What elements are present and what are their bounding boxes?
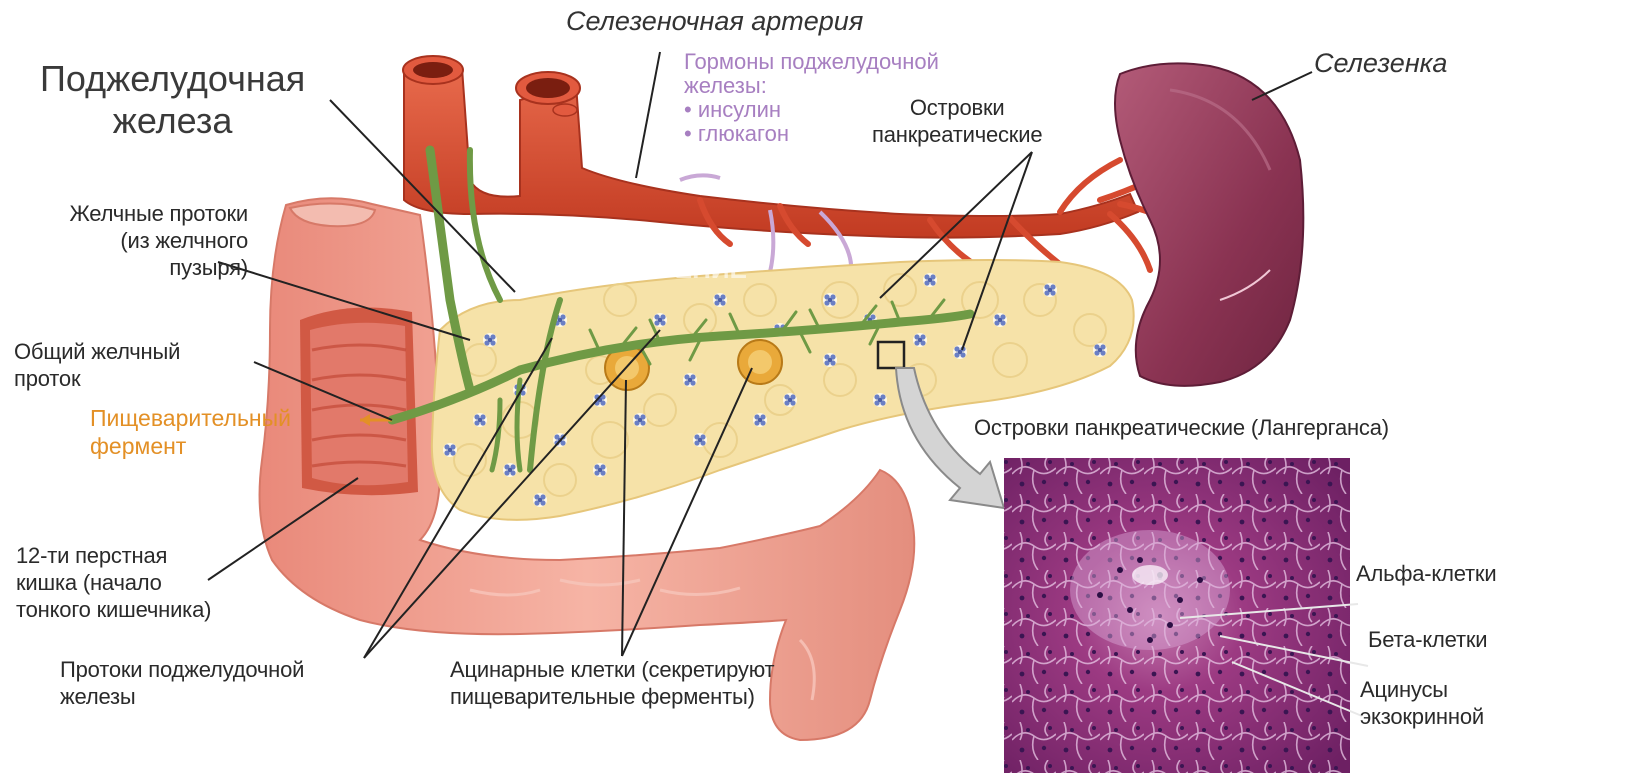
label-pancreatic-ducts-line2: железы — [60, 683, 304, 710]
label-acini-line2: экзокринной — [1360, 703, 1484, 730]
label-duodenum-line1: 12-ти перстная — [16, 542, 211, 569]
label-digestive-enzyme-line1: Пищеварительный — [90, 404, 291, 432]
watermark-text: ПИЩЕВАРЕНИЕ — [540, 254, 747, 284]
label-splenic-artery: Селезеночная артерия — [566, 6, 863, 36]
label-common-bile-duct: Общий желчный проток — [14, 338, 180, 392]
label-pancreas-line1: Поджелудочная — [40, 58, 305, 100]
label-common-bile-duct-line1: Общий желчный — [14, 338, 180, 365]
label-pancreas-line2: железа — [40, 100, 305, 142]
label-spleen: Селезенка — [1314, 48, 1447, 78]
label-duodenum-line2: кишка (начало — [16, 569, 211, 596]
spleen — [1115, 63, 1303, 386]
label-pancreatic-ducts-line1: Протоки поджелудочной — [60, 656, 304, 683]
label-acinar-cells: Ацинарные клетки (секретируют пищеварите… — [450, 656, 774, 710]
label-duodenum: 12-ти перстная кишка (начало тонкого киш… — [16, 542, 211, 623]
label-common-bile-duct-line2: проток — [14, 365, 180, 392]
label-pancreatic-ducts: Протоки поджелудочной железы — [60, 656, 304, 710]
label-duodenum-line3: тонкого кишечника) — [16, 596, 211, 623]
label-islets-line1: Островки — [872, 94, 1042, 121]
label-digestive-enzyme: Пищеварительный фермент — [90, 404, 291, 460]
label-hormones-title-1: Гормоны поджелудочной — [684, 50, 939, 74]
label-bile-ducts-line1: Желчные протоки — [14, 200, 248, 227]
label-bile-ducts: Желчные протоки (из желчного пузыря) — [14, 200, 248, 281]
label-pancreas: Поджелудочная железа — [40, 58, 305, 142]
label-bile-ducts-line2: (из желчного — [14, 227, 248, 254]
label-bile-ducts-line3: пузыря) — [14, 254, 248, 281]
label-acinar-cells-line2: пищеварительные ферменты) — [450, 683, 774, 710]
label-acini: Ацинусы экзокринной — [1360, 676, 1484, 730]
histology-panel — [1004, 458, 1350, 773]
label-beta-cells: Бета-клетки — [1368, 626, 1487, 653]
label-islets-line2: панкреатические — [872, 121, 1042, 148]
label-digestive-enzyme-line2: фермент — [90, 432, 291, 460]
label-islets-langerhans: Островки панкреатические (Лангерганса) — [974, 414, 1389, 441]
label-alpha-cells: Альфа-клетки — [1356, 560, 1496, 587]
label-acini-line1: Ацинусы — [1360, 676, 1484, 703]
label-acinar-cells-line1: Ацинарные клетки (секретируют — [450, 656, 774, 683]
label-islets: Островки панкреатические — [872, 94, 1042, 148]
